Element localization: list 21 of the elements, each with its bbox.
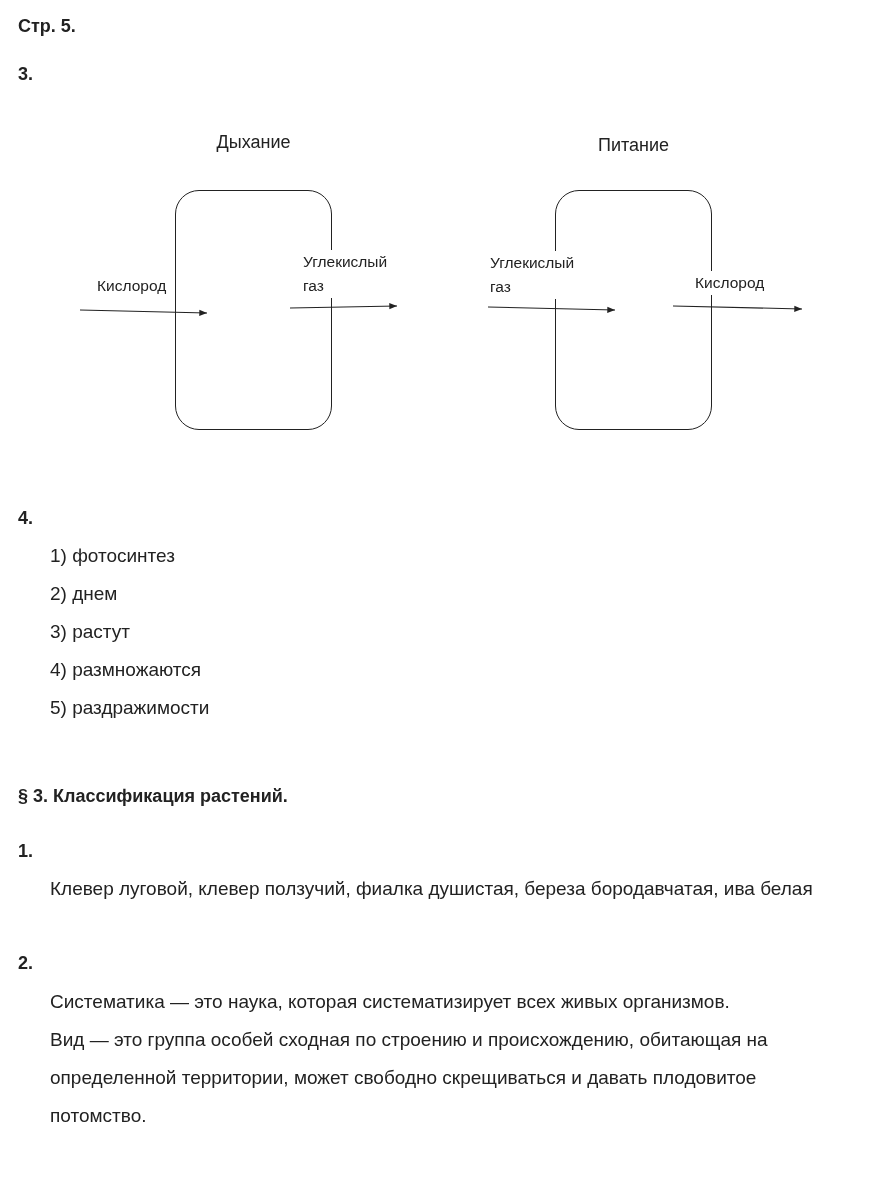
answer-text: Вид — это группа особей сходная по строению и происхождению, обитающая на определенной территории, может свободно скрещиваться и давать плодовитое потомство. bbox=[50, 1028, 769, 1128]
answer-text: 5) раздражимости bbox=[50, 696, 210, 720]
box-heading: Питание bbox=[596, 135, 671, 156]
answer-text: 2) днем bbox=[50, 582, 118, 606]
box-heading: Дыхание bbox=[215, 132, 292, 153]
arrow bbox=[487, 306, 616, 313]
answer-text: 1) фотосинтез bbox=[50, 544, 175, 568]
section-number: 1. bbox=[18, 840, 33, 863]
section-number: 3. bbox=[18, 63, 33, 86]
page-title: Стр. 5. bbox=[18, 16, 76, 37]
section-number: 4. bbox=[18, 507, 33, 530]
arrow bbox=[289, 303, 398, 310]
answer-text: Клевер луговой, клевер ползучий, фиалка душистая, береза бородавчатая, ива белая bbox=[50, 877, 814, 901]
arrow bbox=[79, 309, 208, 316]
answer-text: Систематика — это наука, которая систематизирует всех живых организмов. bbox=[50, 990, 731, 1014]
answer-text: 4) размножаются bbox=[50, 658, 202, 682]
answer-text: 3) растут bbox=[50, 620, 130, 644]
section-number: 2. bbox=[18, 952, 33, 975]
edge-label: Кислород bbox=[694, 271, 766, 295]
arrow bbox=[672, 305, 803, 312]
section-number: § 3. Классификация растений. bbox=[18, 785, 288, 808]
